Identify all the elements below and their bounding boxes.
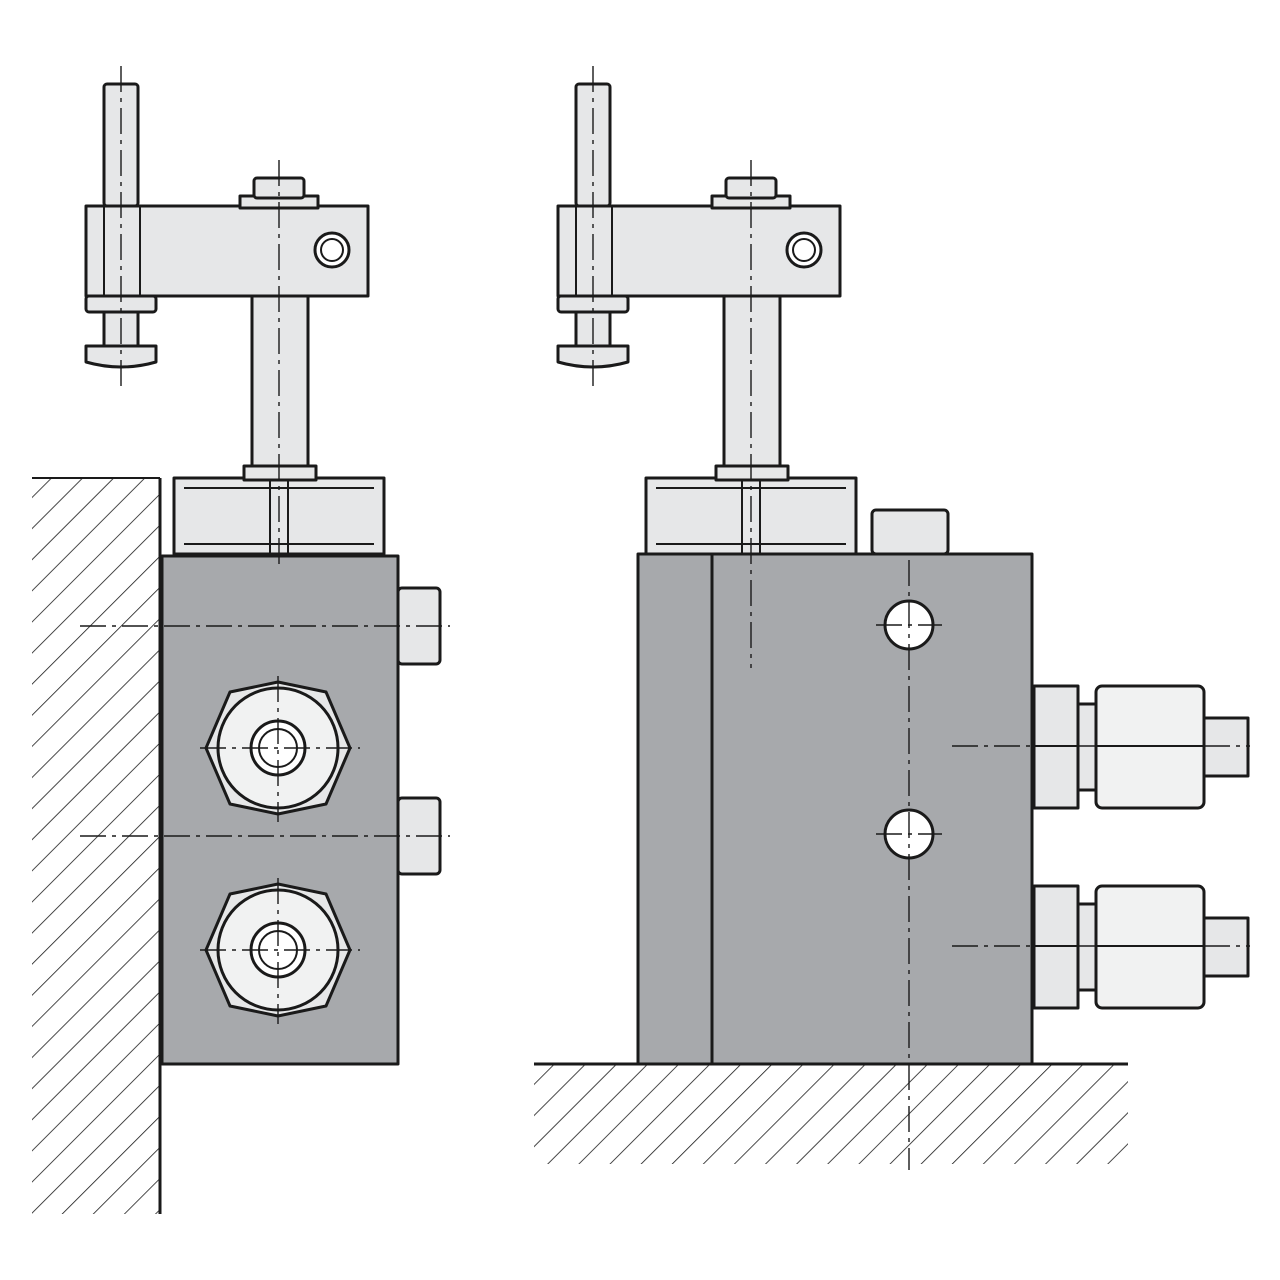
pipe-fitting-lower <box>1032 884 1250 1010</box>
piston-rod <box>250 294 310 480</box>
valve-block-front <box>636 552 1034 1066</box>
front-view <box>534 66 1250 1170</box>
arm-pin-icon <box>313 231 351 269</box>
arm-pin-front-icon <box>785 231 823 269</box>
contact-bolt-front <box>574 82 612 208</box>
piston-rod-front <box>722 294 782 480</box>
top-plug <box>870 508 950 556</box>
pipe-fitting-upper <box>1032 684 1250 810</box>
bolt-foot <box>84 344 158 369</box>
floor-hatch <box>534 1064 1128 1164</box>
contact-bolt <box>102 82 140 208</box>
rod-collar <box>242 464 318 482</box>
side-view <box>32 66 450 1214</box>
wall-hatch <box>32 478 160 1214</box>
